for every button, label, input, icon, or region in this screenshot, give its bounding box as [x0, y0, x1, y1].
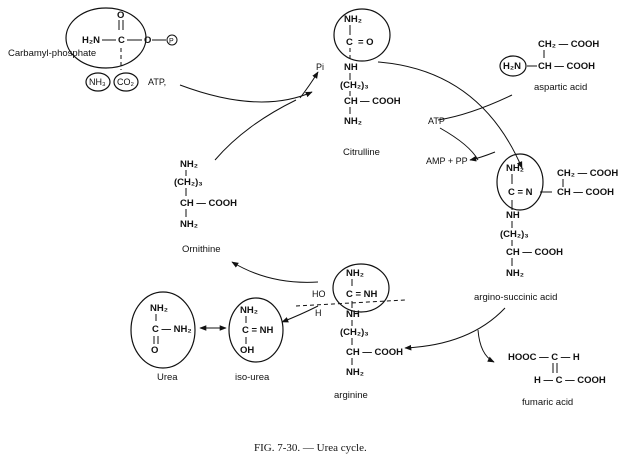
cit-ch: CH: [344, 96, 358, 107]
cleavage-dashed-line: [295, 299, 406, 307]
carbamyl-oval: [65, 7, 147, 69]
fumaric-acid-structure: HOOC — C — H H — C — COOH: [508, 352, 606, 386]
arg-nh2: NH₂: [346, 268, 364, 279]
orn-nh2: NH₂: [180, 159, 198, 170]
cit-eq-o: = O: [358, 37, 374, 48]
co2-label: CO₂: [117, 77, 135, 87]
citrulline-structure: NH₂ C = O NH (CH₂)₃ CH — COOH NH₂: [333, 8, 401, 127]
argino-succinic-label: argino-succinic acid: [474, 292, 557, 303]
arrow-arginine-to-ornithine: [231, 261, 319, 283]
aspartic-acid-structure: CH₂ — COOH H₂N CH — COOH: [499, 39, 599, 77]
carbamyl-c: C: [118, 35, 125, 46]
urea-nh2: NH₂: [150, 303, 168, 314]
arrow-arginine-to-isourea: [281, 305, 319, 323]
arrow-citrulline-to-argino: [377, 61, 523, 169]
arg-s-nh: NH: [506, 210, 520, 221]
figure-caption: FIG. 7-30. — Urea cycle.: [254, 442, 367, 454]
cit-nh2: NH₂: [344, 14, 362, 25]
citrulline-oval: [333, 8, 391, 62]
reactants: NH₃ CO₂ ATP,: [85, 72, 166, 92]
orn-ch: CH — COOH: [180, 198, 237, 209]
arrow-argino-to-arginine: [404, 307, 506, 351]
atp-label-1: ATP,: [148, 77, 166, 87]
nh3-oval: [85, 72, 111, 92]
arg-s-nh2: NH₂: [506, 163, 524, 174]
arg-s-ch-cooh: CH — COOH: [506, 247, 563, 258]
ho-label: HO: [312, 289, 326, 299]
carbamyl-o-top: O: [117, 10, 124, 21]
urea-oval: [130, 291, 196, 369]
arg-nh: NH: [346, 309, 360, 320]
arg-s-ch2: CH₂ — COOH: [557, 168, 618, 179]
arg-s-ch2-3: (CH₂)₃: [500, 229, 529, 240]
fumaric-acid-label: fumaric acid: [522, 397, 573, 408]
arg-s-c-eq-n: C = N: [508, 187, 533, 198]
fum-top: HOOC — C — H: [508, 352, 580, 363]
cit-nh: NH: [344, 62, 358, 73]
urea-structure: NH₂ C — NH₂ O: [130, 291, 196, 369]
cit-c: C: [346, 37, 353, 48]
phosphate-circle: [166, 34, 178, 46]
carbamyl-o: O: [144, 35, 151, 46]
arg-ch: CH — COOH: [346, 347, 403, 358]
aspartic-in-arrow: [437, 94, 513, 121]
orn-ch2-3: (CH₂)₃: [174, 177, 203, 188]
arg-s-nh2b: NH₂: [506, 268, 524, 279]
arrow-to-pi: [299, 71, 319, 99]
argino-succinic-structure: NH₂ C = N CH₂ — COOH CH — COOH NH (CH₂)₃…: [496, 153, 618, 279]
asp-ch2: CH₂ — COOH: [538, 39, 599, 50]
arrow-to-fumaric: [477, 329, 495, 363]
iso-oh: OH: [240, 345, 254, 356]
citrulline-label: Citrulline: [343, 147, 380, 158]
arg-c-eq-nh: C = NH: [346, 289, 378, 300]
arginine-oval: [332, 263, 390, 313]
arg-s-ch: CH — COOH: [557, 187, 614, 198]
h-label: H: [315, 308, 322, 318]
aspartic-acid-label: aspartic acid: [534, 82, 587, 93]
co2-oval: [113, 72, 139, 92]
nh3-label: NH₃: [89, 77, 106, 87]
atp-label-2: ATP: [428, 116, 445, 126]
arrow-carbamyl-to-citrulline: [179, 84, 313, 103]
arrow-to-amp-pp: [469, 151, 496, 162]
argino-oval: [496, 153, 544, 211]
carbamyl-h2n: H₂N: [82, 35, 100, 46]
asp-h2n: H₂N: [503, 61, 521, 72]
asp-h2n-oval: [499, 55, 527, 77]
arrow-ornithine-up: [214, 99, 297, 161]
fum-bot: H — C — COOH: [534, 375, 606, 386]
cit-cooh: — COOH: [360, 96, 401, 107]
arginine-structure: NH₂ HO C = NH H NH (CH₂)₃ CH — COOH NH₂: [295, 263, 406, 378]
iso-c-eq-nh: C = NH: [242, 325, 274, 336]
urea-o: O: [151, 345, 158, 356]
pi-label: Pi: [316, 62, 324, 72]
phosphate-p: P: [169, 38, 174, 45]
ornithine-label: Ornithine: [182, 244, 221, 255]
iso-urea-oval: [228, 297, 284, 363]
carbamyl-phosphate-structure: H₂N C O O P: [65, 7, 178, 70]
cit-ch2-3: (CH₂)₃: [340, 80, 369, 91]
urea-label: Urea: [157, 372, 178, 383]
cit-nh2-bot: NH₂: [344, 116, 362, 127]
carbamyl-phosphate-label: Carbamyl-phosphate: [8, 48, 96, 59]
iso-urea-label: iso-urea: [235, 372, 270, 383]
arginine-label: arginine: [334, 390, 368, 401]
urea-c-nh2: C — NH₂: [152, 324, 192, 335]
orn-nh2b: NH₂: [180, 219, 198, 230]
arg-nh2b: NH₂: [346, 367, 364, 378]
amp-pp-label: AMP + PP: [426, 156, 468, 166]
ornithine-structure: NH₂ (CH₂)₃ CH — COOH NH₂: [174, 159, 237, 230]
arg-ch2-3: (CH₂)₃: [340, 327, 369, 338]
iso-urea-structure: NH₂ C = NH OH: [228, 297, 284, 363]
asp-ch: CH — COOH: [538, 61, 595, 72]
iso-nh2: NH₂: [240, 305, 258, 316]
